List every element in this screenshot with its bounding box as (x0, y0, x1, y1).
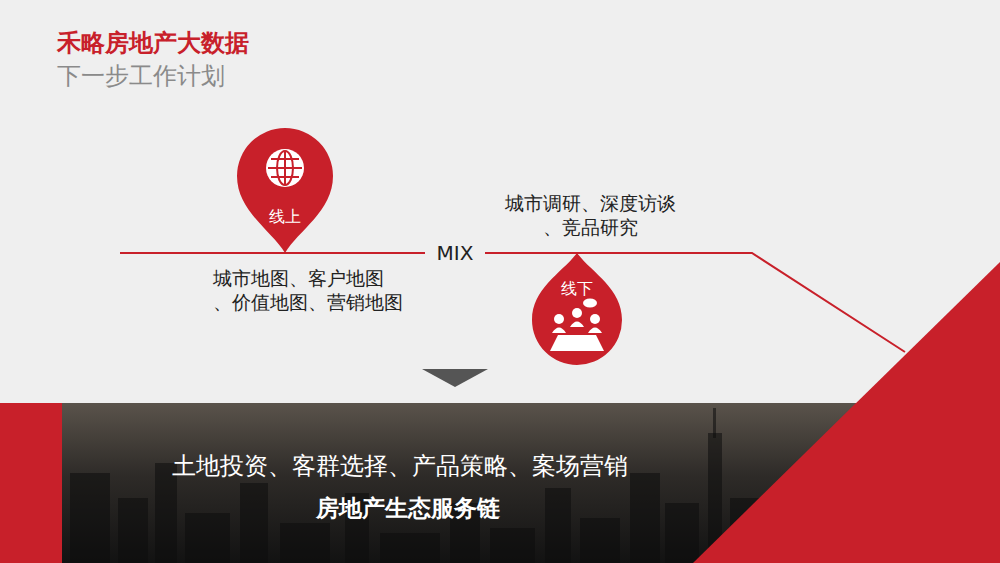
drop-outline (532, 253, 622, 365)
subtitle-text: 下一步工作计划 (57, 64, 225, 88)
globe-parallel (271, 158, 299, 160)
city-building (240, 483, 268, 563)
city-building (580, 518, 620, 563)
connector-label: MIX (425, 241, 486, 265)
red-triangle-part (693, 403, 1000, 563)
pin-shape (237, 128, 333, 253)
city-building (490, 528, 535, 563)
band-ground (62, 403, 1000, 563)
offline-items-note: 城市调研、深度访谈 、竞品研究 (494, 191, 686, 239)
globe-disc (266, 149, 304, 187)
city-building (630, 473, 660, 563)
online-items-note: 城市地图、客户地图 、价值地图、营销地图 (213, 266, 405, 314)
person-body (552, 328, 566, 334)
pin-outline (237, 126, 333, 253)
globe-parallel (271, 176, 299, 178)
person-head (572, 308, 582, 318)
node-body: 房地产生态服务链 (316, 495, 1000, 523)
city-building (380, 533, 440, 563)
timeline-tail (576, 253, 905, 352)
meeting-table (550, 335, 604, 351)
service-chain-band: 土地投资、客群选择、产品策略、案场营销房地产生态服务链 (0, 403, 1000, 563)
node-heading: 土地投资、客群选择、产品策略、案场营销 (172, 452, 1000, 481)
meeting-icon (550, 299, 604, 352)
online-pin: 线上 (237, 126, 333, 253)
city-building (118, 498, 148, 563)
person-body (588, 328, 602, 334)
city-building (545, 488, 571, 563)
timeline-lead (120, 252, 286, 254)
node-heading: 线上 (237, 207, 333, 226)
globe-icon (266, 149, 304, 187)
band-outline (0, 403, 1000, 563)
node-heading: 线下 (532, 279, 622, 298)
city-building (665, 503, 699, 563)
down-arrow-mark (422, 369, 488, 387)
speech-bubble (583, 299, 597, 308)
band-spire (713, 408, 716, 438)
city-building (280, 523, 330, 563)
drop-shape (532, 253, 622, 365)
city-building (70, 473, 110, 563)
person-head (554, 314, 564, 324)
city-building (185, 513, 230, 563)
title-text: 禾略房地产大数据 (57, 29, 249, 57)
person-body (570, 322, 584, 328)
person-head (590, 314, 600, 324)
red-strip (0, 403, 62, 563)
offline-drop: 线下 (532, 253, 622, 365)
globe-parallel (268, 167, 302, 169)
